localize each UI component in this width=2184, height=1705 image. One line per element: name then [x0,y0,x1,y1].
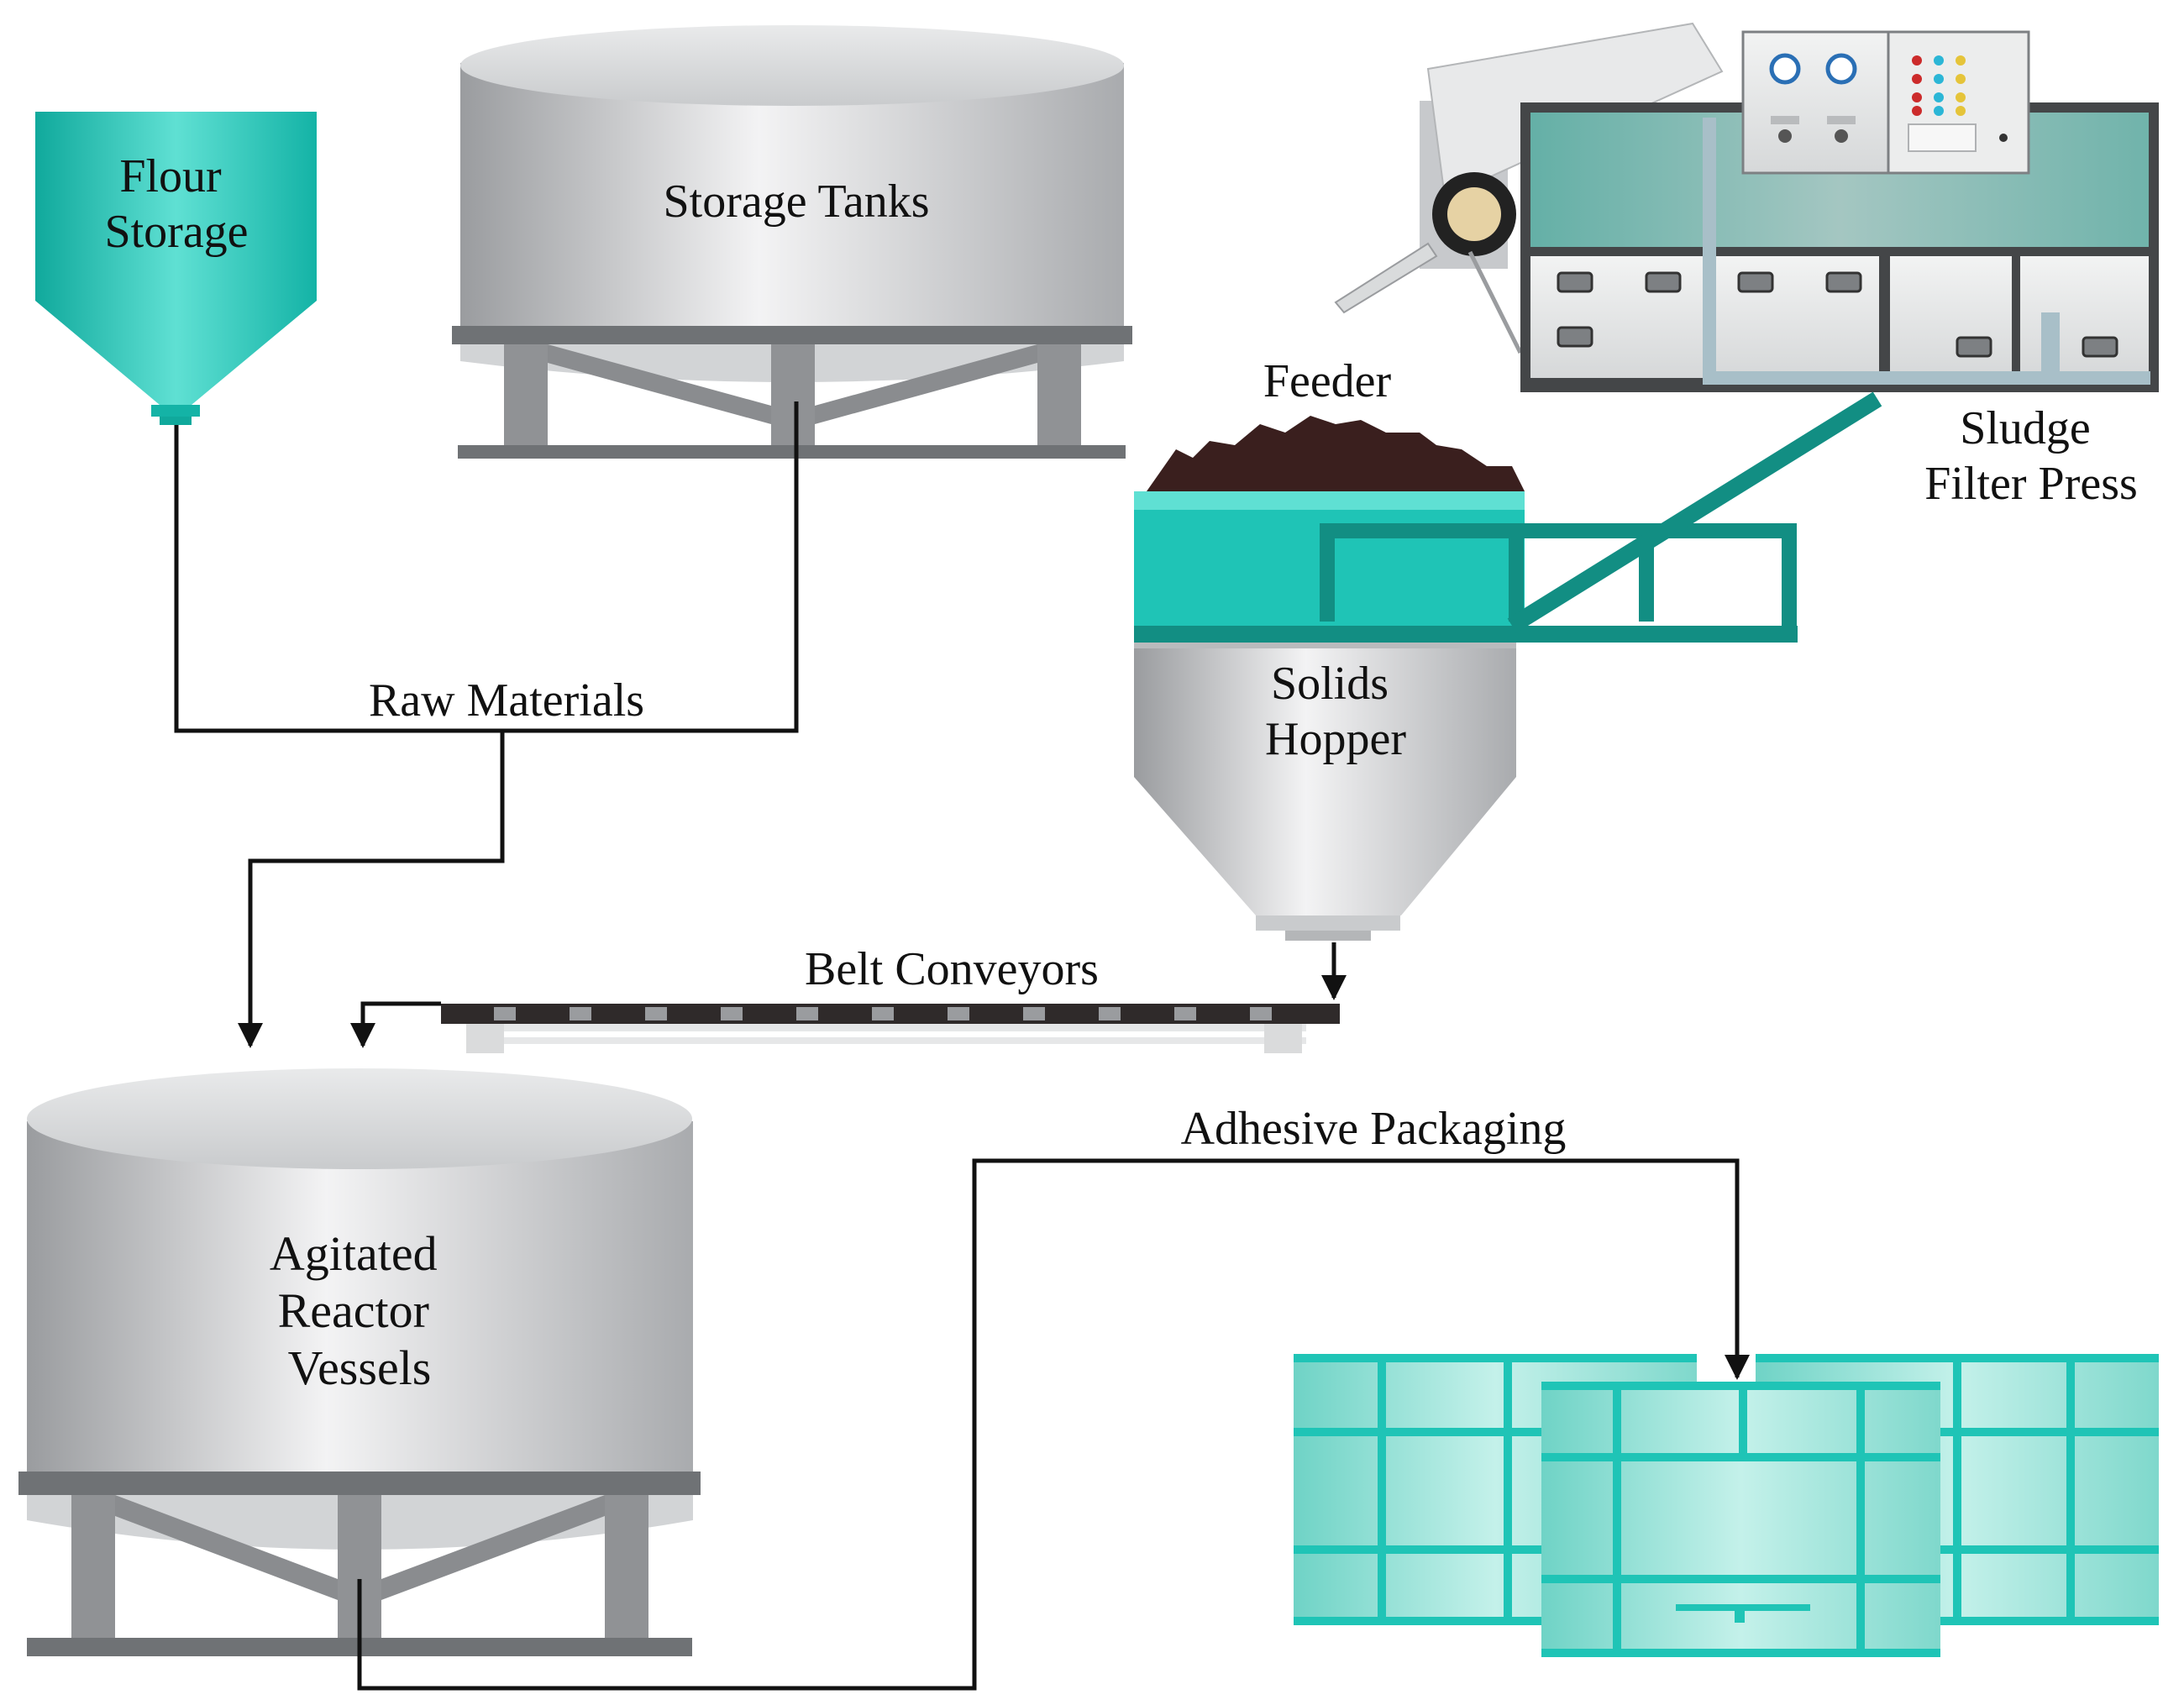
indicator-lights [1912,55,1966,116]
belt-conveyor [441,1004,1340,1053]
reactor-to-packaging-line [357,1158,1750,1691]
agitated-reactor-vessels-label: Agitated Reactor Vessels [270,1226,449,1395]
sludge-filter-press [1334,22,2159,392]
storage-tanks-label: Storage Tanks [664,176,930,228]
tanks-to-raw-line [502,401,799,733]
labels: Flour Storage Storage Tanks Feeder Sludg… [104,150,2137,1395]
belt-to-reactor-line [350,1001,441,1048]
feeder-label: Feeder [1263,355,1392,407]
flow-lines [174,401,1750,1691]
flour-to-raw-line [174,425,502,733]
flour-storage-label: Flour Storage [104,150,248,258]
drum-front [1541,1382,1940,1657]
solids-hopper-label: Solids Hopper [1265,658,1406,765]
raw-to-reactor-line [238,731,505,1048]
storage-tanks [452,25,1132,459]
belt-conveyors-label: Belt Conveyors [805,943,1099,995]
agitated-reactor-vessels [18,1068,701,1656]
feeder [1134,391,1882,643]
sludge-filter-press-label: Sludge Filter Press [1924,402,2138,510]
adhesive-packaging-label: Adhesive Packaging [1181,1103,1567,1155]
flour-storage-silo [35,112,317,425]
adhesive-packaging-drums [1294,1354,2159,1657]
raw-materials-label: Raw Materials [369,674,644,727]
